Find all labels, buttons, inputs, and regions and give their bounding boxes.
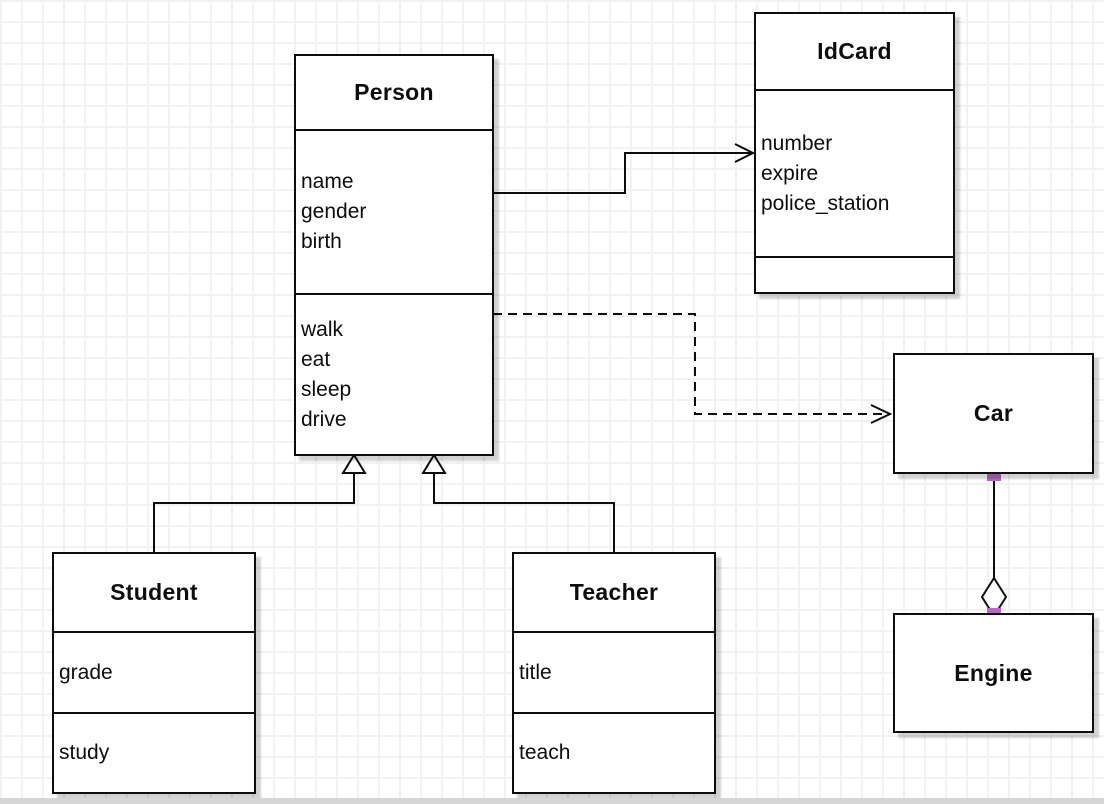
class-box-car[interactable]: Car: [893, 353, 1094, 474]
class-box-teacher[interactable]: Teacher title teach: [512, 552, 716, 794]
method: teach: [519, 741, 571, 764]
method: sleep: [301, 377, 352, 401]
methods-section: walk eat sleep drive: [296, 295, 492, 454]
class-box-engine[interactable]: Engine: [893, 613, 1094, 733]
association-person-idcard[interactable]: [493, 152, 752, 194]
attributes-section: title: [514, 633, 714, 714]
inheritance-student-person[interactable]: [153, 473, 355, 552]
attributes-section: grade: [54, 633, 254, 714]
attribute: gender: [301, 200, 367, 223]
hollow-triangle-icon: [421, 453, 447, 474]
class-box-idcard[interactable]: IdCard number expire police_station: [754, 12, 955, 294]
method: study: [59, 741, 110, 764]
class-title: Car: [973, 400, 1014, 426]
class-box-person[interactable]: Person name gender birth walk eat sleep …: [294, 54, 494, 456]
attribute: birth: [301, 230, 342, 253]
methods-section: [756, 258, 953, 292]
method: drive: [301, 407, 347, 431]
methods-section: teach: [514, 714, 714, 792]
hollow-triangle-icon: [341, 453, 367, 474]
class-title: Person: [296, 56, 492, 131]
attribute: number: [761, 131, 833, 155]
inheritance-teacher-person[interactable]: [433, 473, 615, 552]
class-title: Student: [54, 554, 254, 633]
dependency-person-car[interactable]: [493, 313, 888, 415]
attribute: title: [519, 660, 552, 684]
methods-section: study: [54, 714, 254, 792]
attribute: expire: [761, 161, 819, 185]
attributes-section: number expire police_station: [756, 91, 953, 258]
method: walk: [301, 317, 344, 341]
attribute: grade: [59, 660, 113, 684]
canvas-edge: [0, 798, 1104, 804]
method: eat: [301, 347, 331, 371]
open-arrowhead-icon: [734, 143, 756, 163]
class-title: Teacher: [514, 554, 714, 633]
attribute: police_station: [761, 191, 890, 215]
attributes-section: name gender birth: [296, 131, 492, 295]
class-box-student[interactable]: Student grade study: [52, 552, 256, 794]
attribute: name: [301, 170, 354, 193]
class-title: IdCard: [756, 14, 953, 91]
open-arrowhead-icon: [870, 404, 893, 424]
class-title: Engine: [954, 659, 1033, 686]
